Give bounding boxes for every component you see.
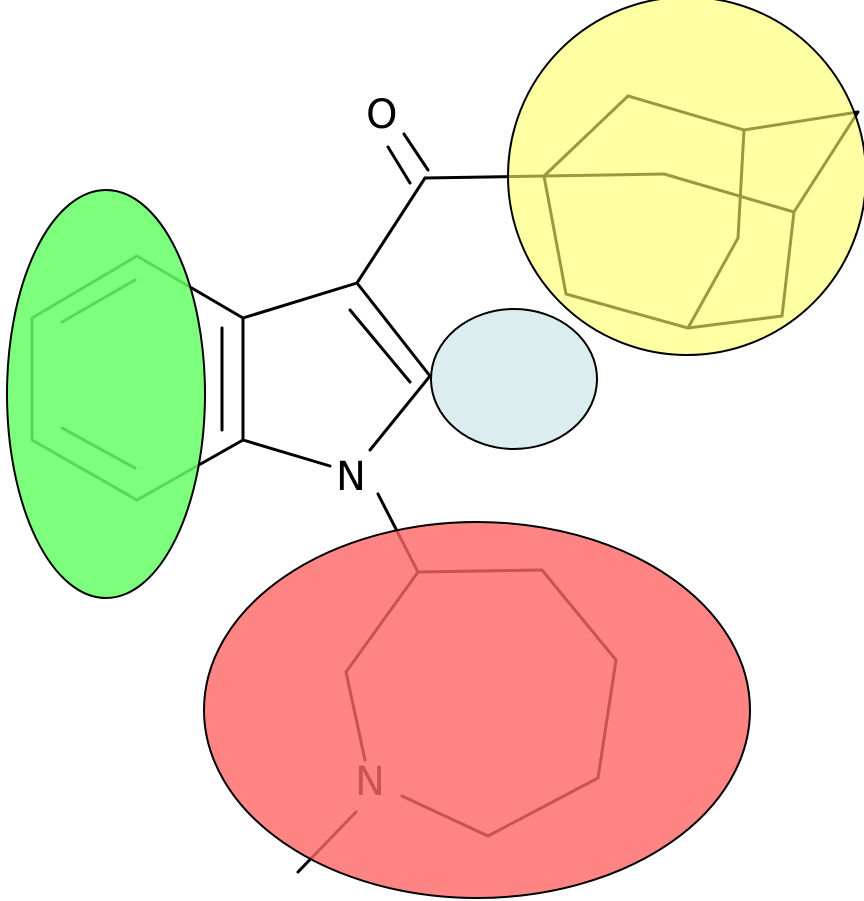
carbonyl-chain-bond — [355, 176, 427, 285]
carbonyl-double-bond-b — [402, 132, 430, 172]
pyrrole-ring — [241, 281, 432, 452]
azepane-region-highlight — [203, 521, 751, 899]
c2-region-highlight — [430, 308, 598, 450]
pyrrole-n-bond — [241, 438, 332, 468]
adamantyl-region-highlight — [507, 0, 864, 356]
carbonyl-double-bond-a — [386, 145, 412, 185]
indole-nitrogen-label: N — [336, 454, 366, 500]
pyrrole-double-bond — [348, 308, 412, 384]
oxygen-label: O — [366, 92, 397, 138]
aromatic-region-highlight — [6, 189, 206, 599]
